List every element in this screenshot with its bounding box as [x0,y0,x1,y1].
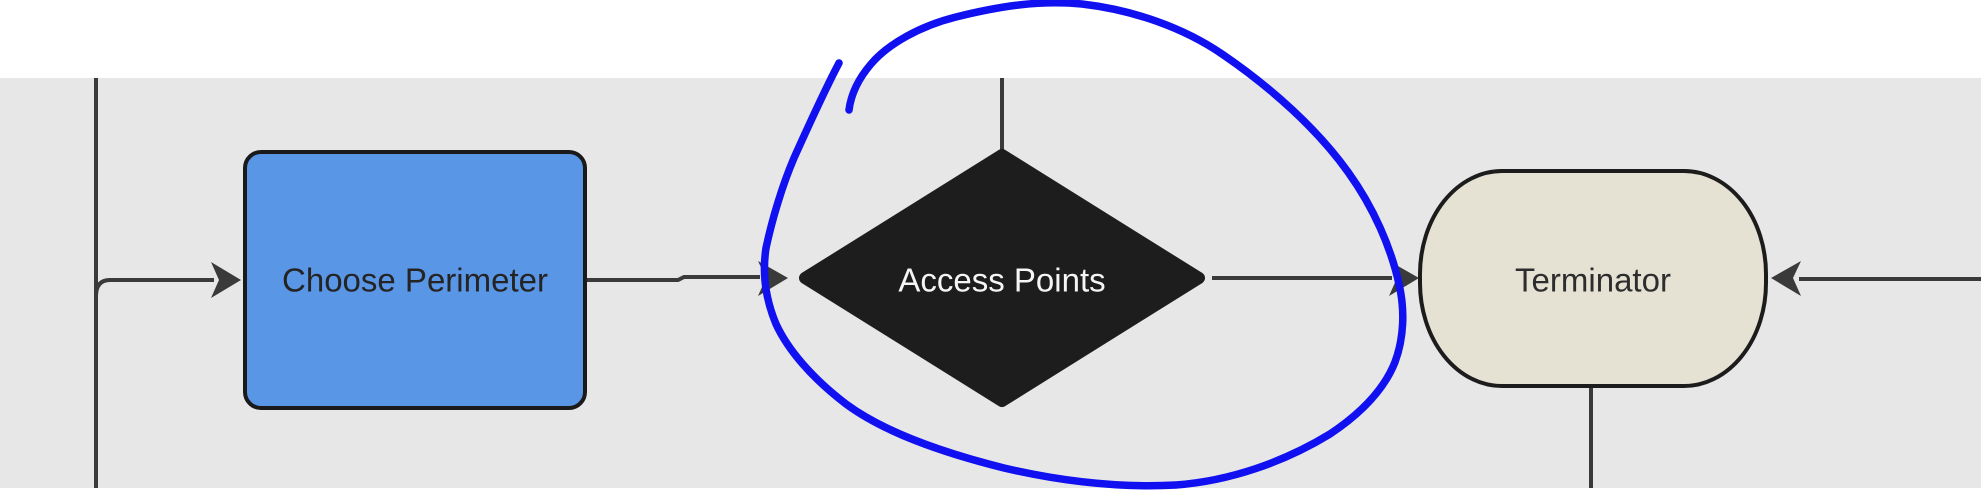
terminator-label: Terminator [1515,262,1671,299]
process-label: Choose Perimeter [282,262,548,299]
freehand-circle-annotation[interactable] [760,0,1407,490]
process-node-choose-perimeter[interactable]: Choose Perimeter [243,150,587,410]
decision-label: Access Points [898,262,1105,299]
connector-line [94,278,214,297]
process-shape [243,150,587,410]
arrowhead-right-icon [211,262,241,298]
annotation-ink-stroke [760,0,1407,490]
terminator-shape [1418,169,1768,388]
decision-node-access-points[interactable]: Access Points [799,149,1205,407]
arrowhead-left-icon [1771,261,1801,296]
connector-line [587,275,760,282]
terminator-node[interactable]: Terminator [1418,169,1768,388]
decision-shape [799,149,1205,407]
connector-right-into-terminator[interactable] [1771,261,1981,296]
connector-into-choose-perimeter[interactable] [94,262,241,298]
